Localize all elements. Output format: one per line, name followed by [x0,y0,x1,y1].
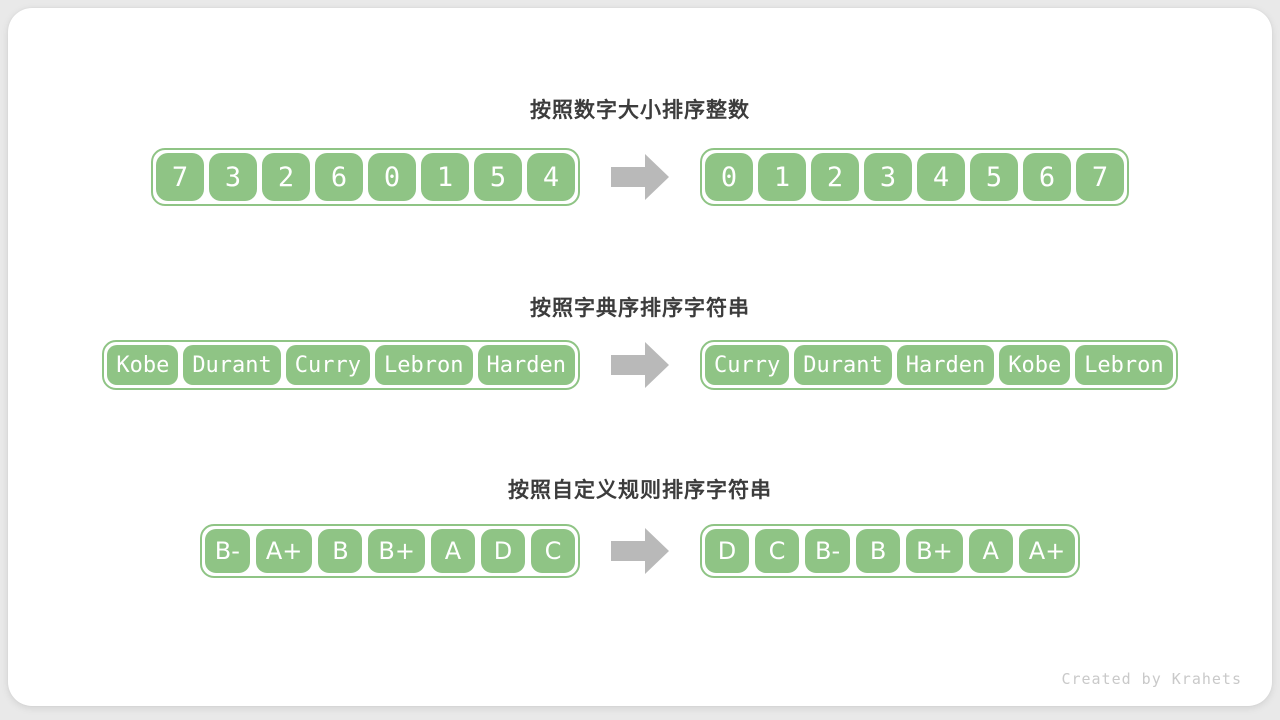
array-cell: C [755,529,799,573]
array-cell: Lebron [1075,345,1173,385]
array-cell: 2 [811,153,859,201]
array-cell: 3 [209,153,257,201]
array-cell: Harden [896,345,995,385]
array-cell: Durant [183,345,281,385]
array-cell: A [431,529,475,573]
section-title: 按照自定义规则排序字符串 [508,479,772,502]
array-cell: B+ [368,529,425,573]
arrow-right-icon [611,154,669,200]
array-cell: 1 [421,153,469,201]
array-cell: A [968,529,1013,573]
array-cell: B [856,529,901,573]
arrow-right-icon [611,342,669,388]
array-cell: 5 [970,153,1018,201]
array-cell: Lebron [375,345,473,385]
array-cell: B- [805,529,851,573]
array-cell: 7 [156,153,204,201]
array-cell: Kobe [999,345,1071,385]
array-cell: Durant [794,345,892,385]
array-cell: Curry [285,345,371,385]
array-cell: 7 [1076,153,1124,201]
array-cell: A+ [255,529,313,573]
array-cell: 0 [368,153,416,201]
array-cell: 0 [705,153,753,201]
array-cell: 3 [864,153,912,201]
array-cell: D [481,529,525,573]
array-cell: 4 [527,153,575,201]
array-cell: A+ [1018,529,1076,573]
credit-text: Created by Krahets [1061,670,1242,688]
array-cell: B [318,529,363,573]
array-cell: Harden [477,345,575,385]
arrow-right-icon [611,528,669,574]
array-cell: D [705,529,749,573]
array-cell: 5 [474,153,522,201]
array-cell: Kobe [107,345,179,385]
array-cell: 6 [315,153,363,201]
array-cell: Curry [705,345,790,385]
array-cell: 6 [1023,153,1071,201]
section-title: 按照字典序排序字符串 [530,297,750,320]
array-cell: C [531,529,575,573]
array-cell: 2 [262,153,310,201]
array-cell: B+ [906,529,963,573]
section-title: 按照数字大小排序整数 [530,99,750,122]
array-cell: 1 [758,153,806,201]
array-cell: 4 [917,153,965,201]
array-cell: B- [204,529,250,573]
